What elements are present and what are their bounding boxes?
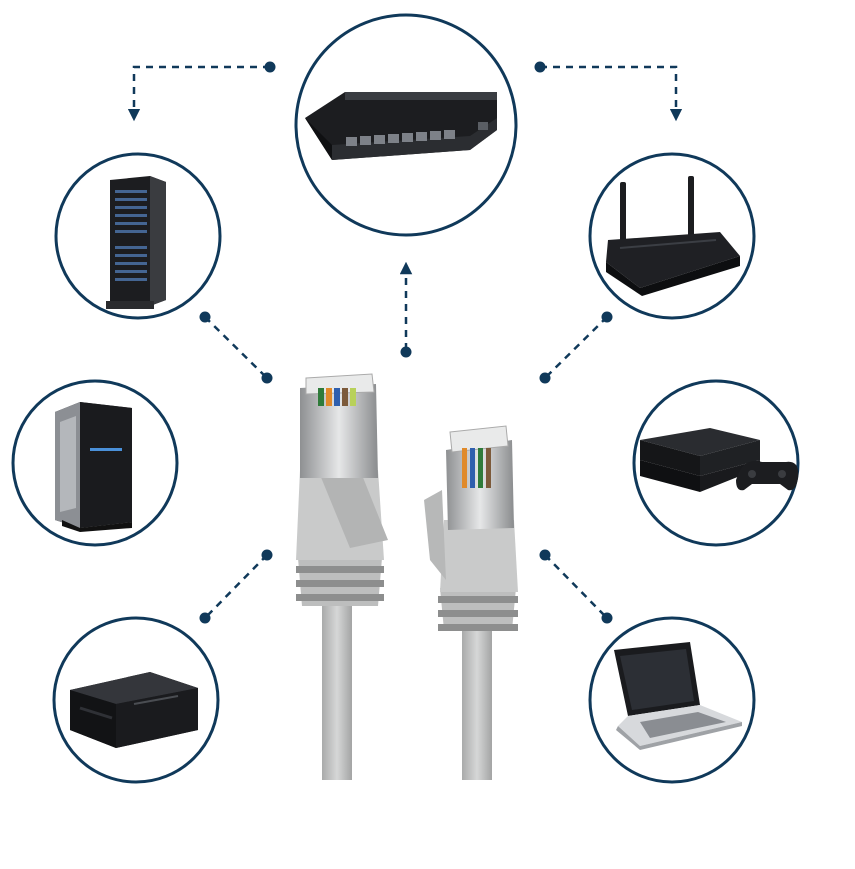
- rj45-ethernet-cable-icon: [296, 373, 518, 780]
- link-cable-server: [204, 316, 268, 379]
- printer-icon: [70, 672, 198, 748]
- desktop-tower-icon: [55, 402, 132, 532]
- link-switch-router: [540, 65, 683, 122]
- game-console-icon: [640, 428, 799, 492]
- connector-lines: [127, 65, 683, 619]
- link-cable-printer: [204, 554, 268, 619]
- rj45-plug-right: [424, 425, 518, 780]
- wifi-router-icon: [606, 176, 740, 296]
- laptop-icon: [614, 642, 742, 750]
- link-switch-server: [127, 65, 270, 122]
- server-rack-icon: [106, 176, 166, 309]
- link-cable-laptop: [544, 554, 608, 619]
- rj45-plug-left: [296, 373, 388, 780]
- link-cable-router: [544, 316, 608, 379]
- network-switch-icon: [305, 92, 497, 160]
- connector-dots: [199, 61, 613, 624]
